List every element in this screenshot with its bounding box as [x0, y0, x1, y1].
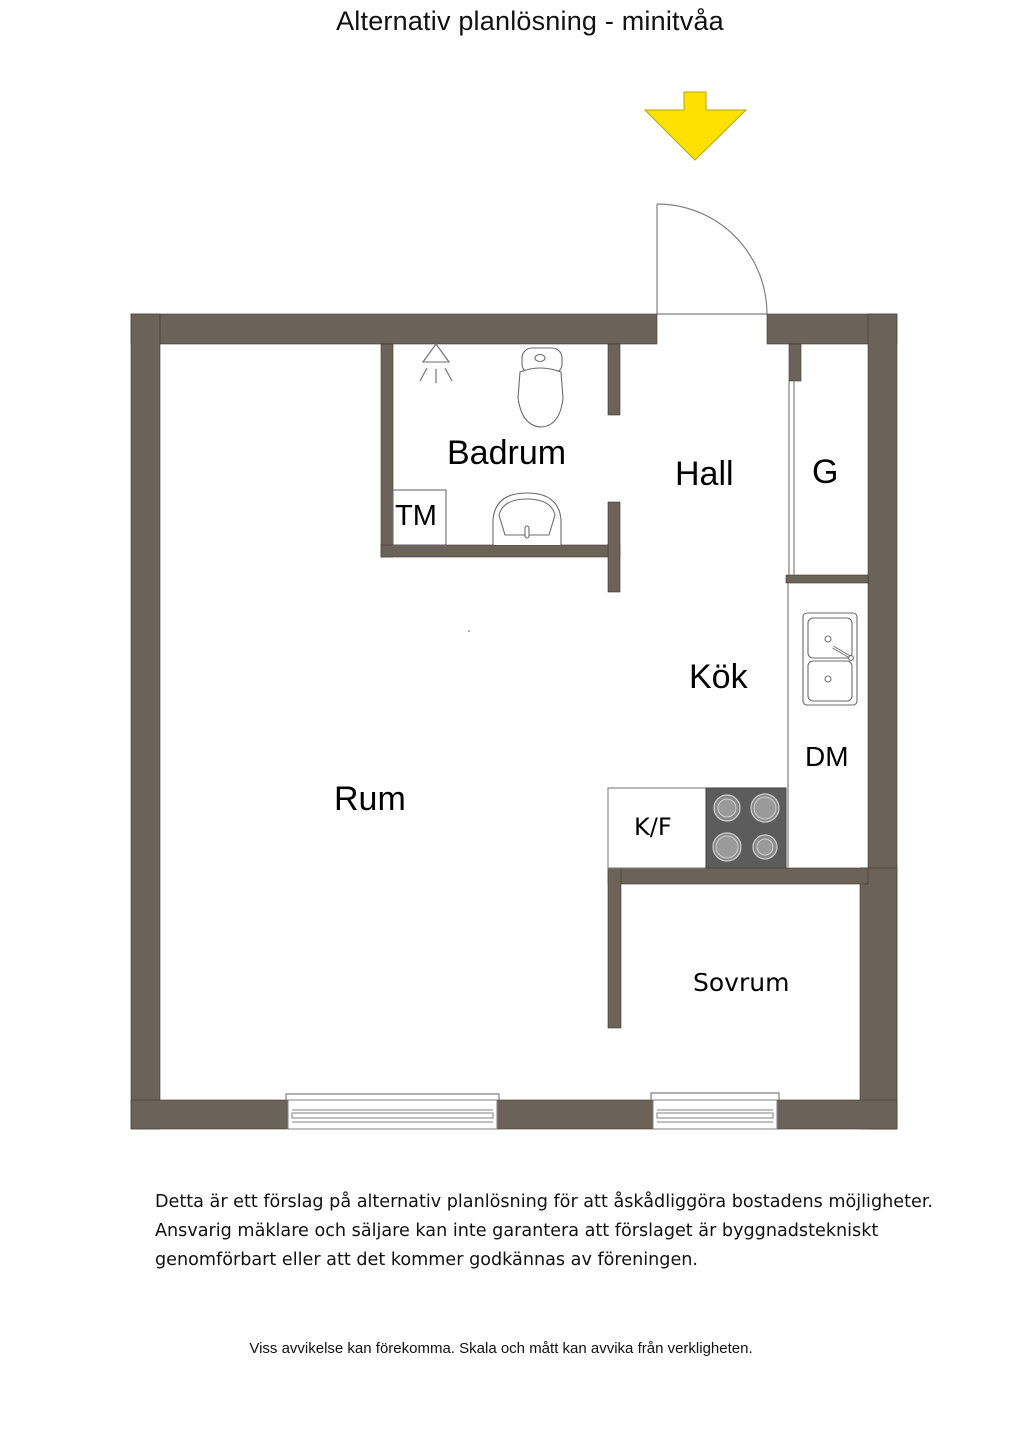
window-icon — [650, 1092, 780, 1130]
disclaimer-text: Detta är ett förslag på alternativ planl… — [155, 1192, 934, 1270]
room-label-kok: Kök — [689, 658, 748, 696]
entrance-door-icon — [656, 203, 768, 315]
toilet-icon — [517, 347, 564, 428]
room-label-sovrum: Sovrum — [693, 968, 790, 997]
washing-machine-box — [392, 489, 447, 546]
room-label-dm: DM — [805, 741, 849, 772]
room-label-badrum: Badrum — [447, 434, 567, 472]
fridge-freezer-box — [607, 787, 707, 869]
plan-title: Alternativ planlösning - minitvåa — [336, 6, 724, 36]
room-label-rum: Rum — [334, 780, 406, 818]
room-label-g: G — [812, 453, 839, 491]
footer-note: Viss avvikelse kan förekomma. Skala och … — [249, 1340, 753, 1357]
kitchen-sink-icon — [802, 612, 858, 706]
outer-walls — [130, 313, 898, 1130]
wardrobe-door-icon — [788, 381, 795, 575]
room-label-hall: Hall — [675, 455, 734, 493]
interior-walls — [380, 343, 869, 1029]
window-icon — [285, 1093, 500, 1130]
down-arrow-icon — [643, 91, 748, 161]
room-label-tm: TM — [395, 500, 437, 532]
stove-icon — [705, 787, 787, 869]
room-label-kf: K/F — [634, 813, 672, 841]
shower-icon — [419, 343, 453, 383]
bathroom-sink-icon — [492, 492, 562, 545]
